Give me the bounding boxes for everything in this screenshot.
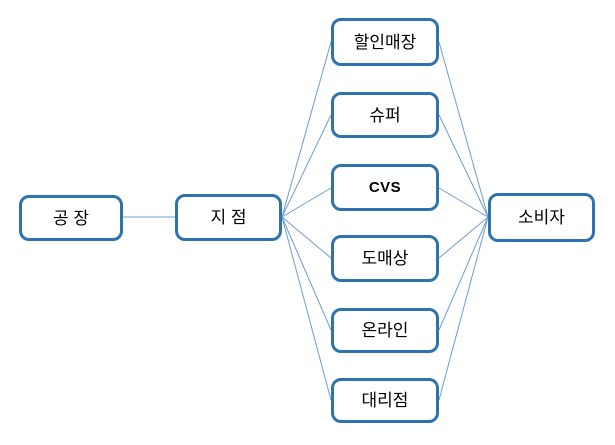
edge-discount-store-consumer [438,41,489,218]
node-cvs: CVS [331,164,439,211]
edge-online-consumer [438,216,489,331]
edge-supermarket-consumer [438,114,489,218]
node-supermarket: 슈퍼 [331,92,439,138]
node-discount-store: 할인매장 [331,18,439,66]
node-branch: 지 점 [175,194,282,241]
edge-branch-discount-store [281,41,332,218]
node-wholesaler: 도매상 [331,235,439,282]
node-factory: 공 장 [19,195,123,241]
node-agency: 대리점 [331,378,439,423]
edge-wholesaler-consumer [438,216,489,259]
node-agency-label: 대리점 [361,391,409,410]
node-online: 온라인 [331,308,439,353]
node-consumer: 소비자 [488,193,595,242]
edge-cvs-consumer [438,187,489,218]
node-supermarket-label: 슈퍼 [369,105,401,125]
node-discount-store-label: 할인매장 [353,32,417,52]
edge-branch-wholesaler [281,216,332,259]
node-factory-label: 공 장 [52,208,89,228]
node-online-label: 온라인 [361,321,409,340]
node-consumer-label: 소비자 [518,208,565,227]
edge-branch-supermarket [281,114,332,218]
edge-branch-agency [281,216,332,401]
edge-branch-online [281,216,332,331]
node-cvs-label: CVS [368,179,402,196]
edge-agency-consumer [438,216,489,401]
edge-branch-cvs [281,187,332,218]
node-wholesaler-label: 도매상 [361,249,409,268]
node-branch-label: 지 점 [210,208,247,227]
